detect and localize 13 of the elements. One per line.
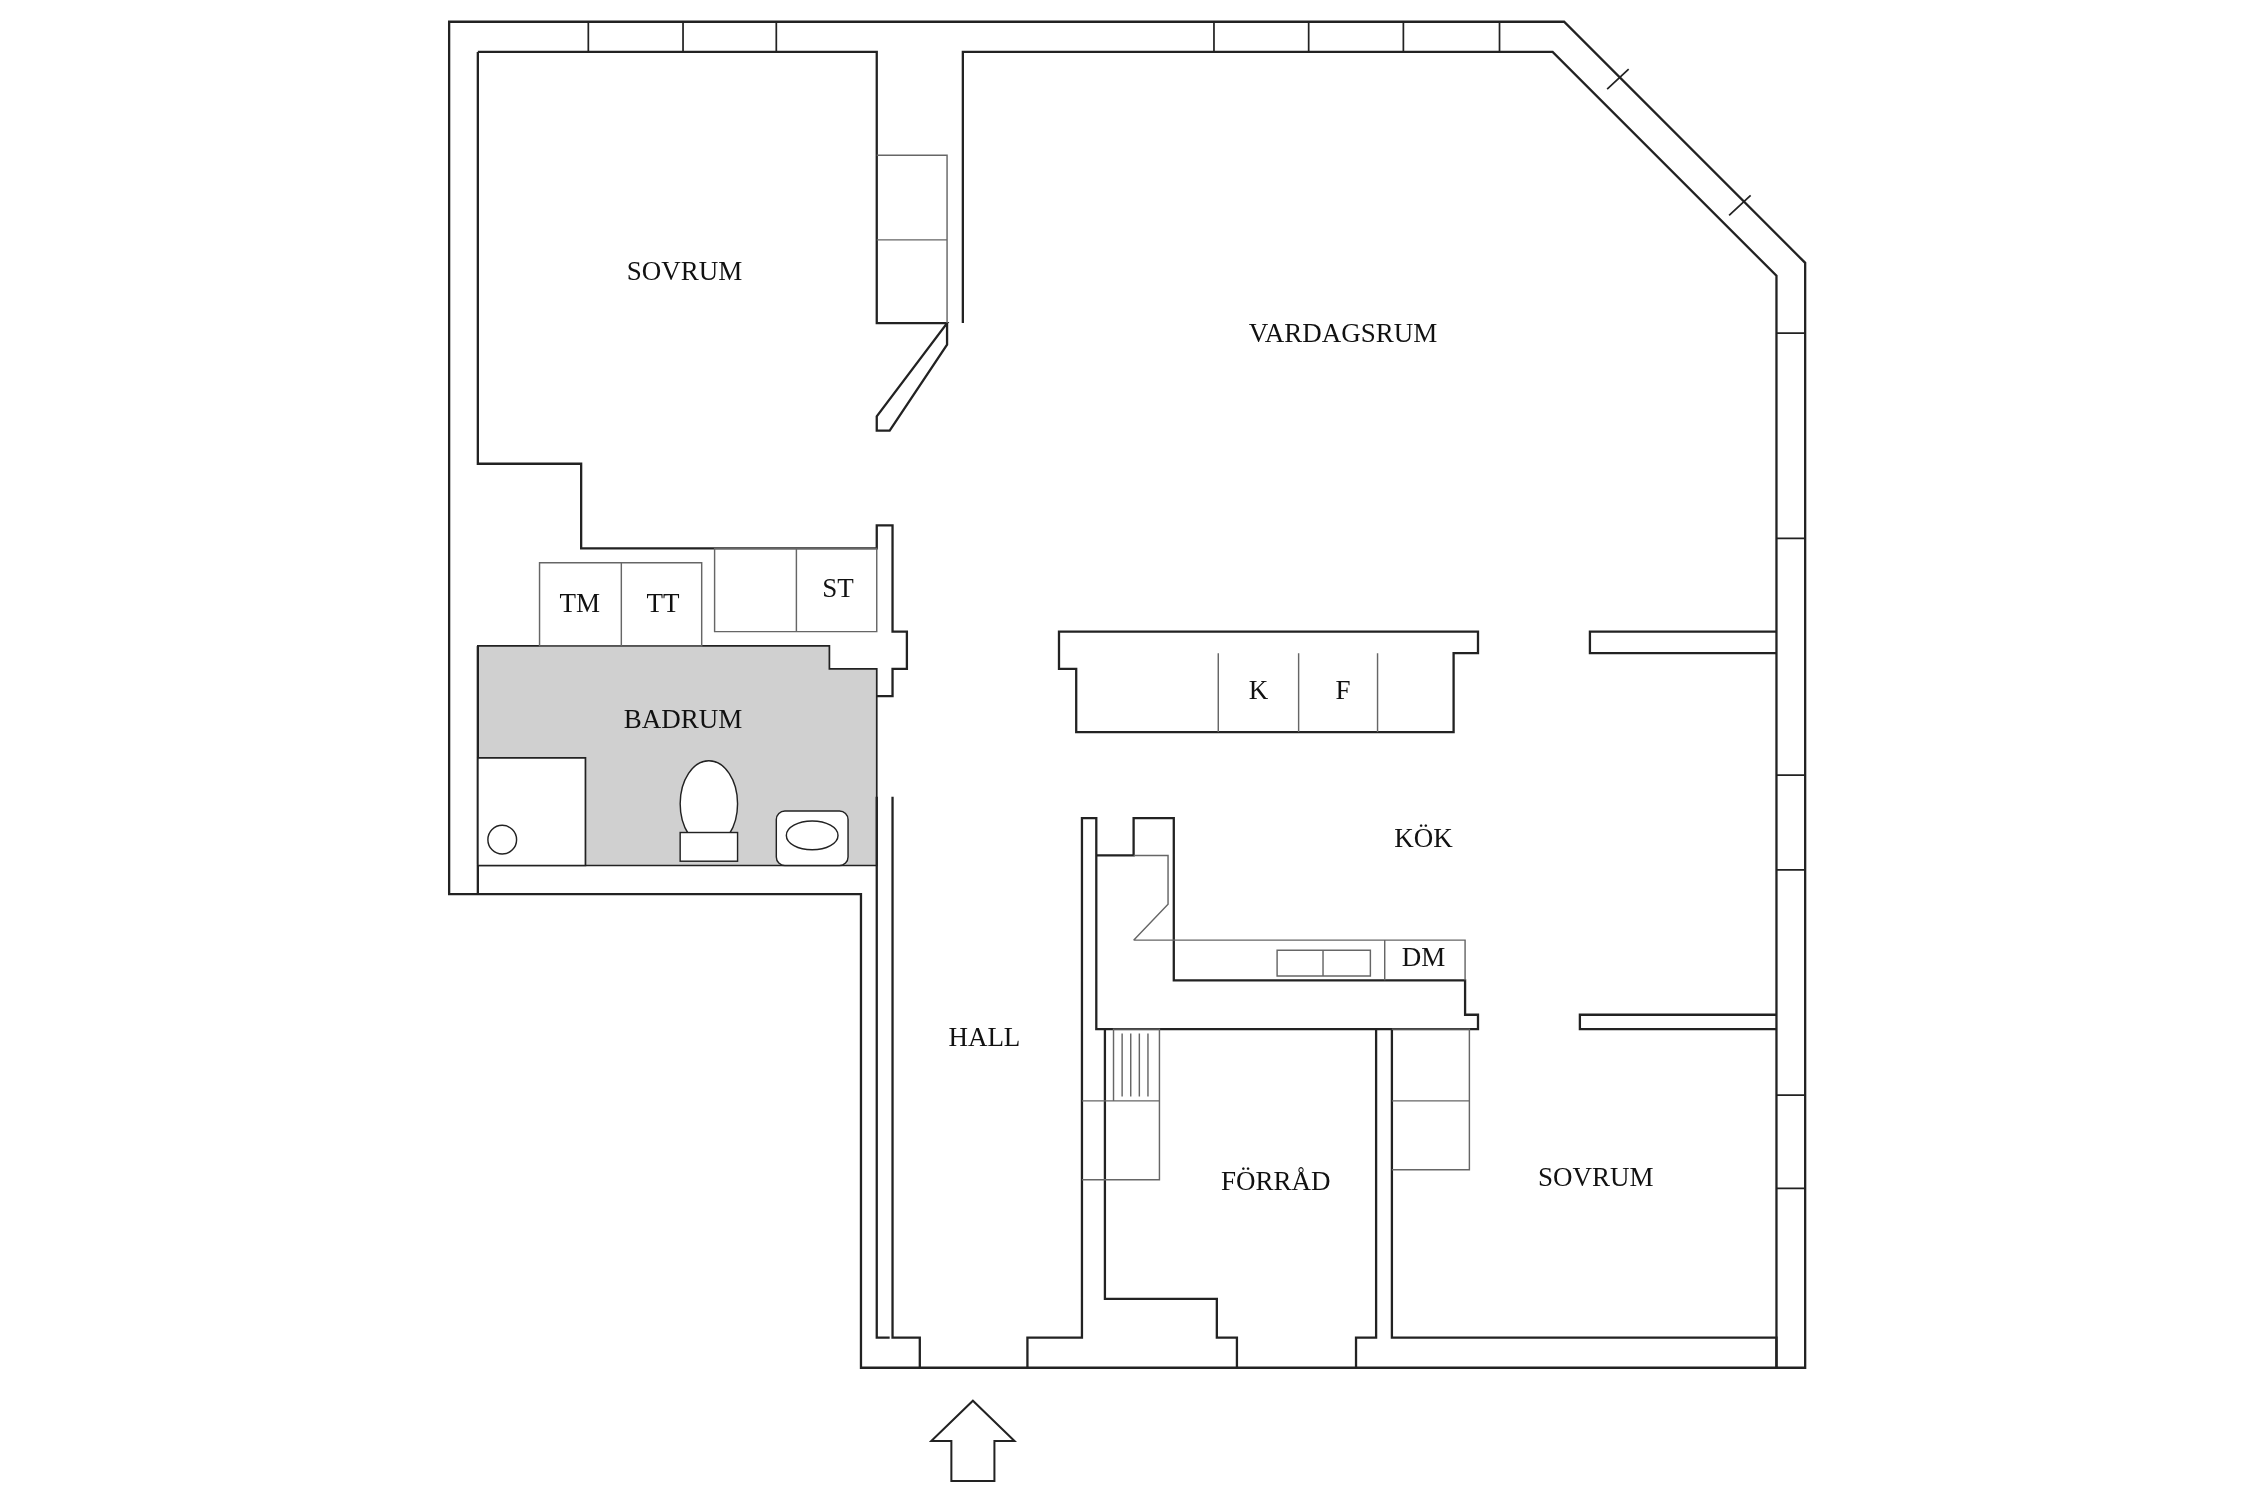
- room-label: SOVRUM: [1537, 1161, 1654, 1193]
- room-label: HALL: [948, 1021, 1021, 1053]
- fixture-label: K: [1248, 674, 1269, 706]
- room-label: BADRUM: [623, 703, 743, 735]
- fixture-label: F: [1335, 674, 1351, 706]
- fixture-label: DM: [1401, 941, 1446, 973]
- fixture-label: ST: [822, 572, 854, 604]
- fixture-label: TM: [559, 587, 600, 619]
- room-label: VARDAGSRUM: [1248, 317, 1438, 349]
- room-label: FÖRRÅD: [1220, 1165, 1331, 1197]
- room-label: SOVRUM: [626, 255, 743, 287]
- room-label: KÖK: [1394, 822, 1453, 854]
- fixture-label: TT: [646, 587, 680, 619]
